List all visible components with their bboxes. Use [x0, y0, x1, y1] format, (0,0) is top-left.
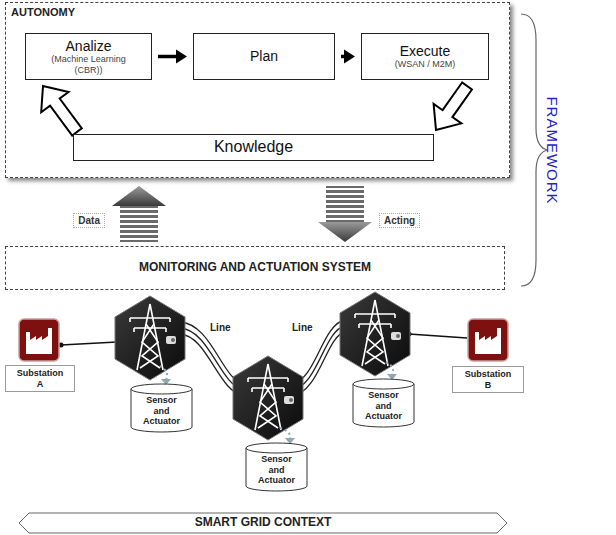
node-title: Sensor and Actuator	[255, 454, 299, 485]
knowledge-box: Knowledge	[73, 134, 434, 161]
substation-icon	[19, 319, 59, 361]
substation-label: Substation B	[452, 366, 524, 393]
connector	[341, 50, 355, 64]
connector	[41, 86, 82, 136]
line-label: Line	[209, 322, 232, 333]
line-label: Line	[291, 322, 314, 333]
node-title: Substation B	[463, 369, 513, 390]
process-box: Plan	[193, 33, 335, 80]
node-title: Analize	[66, 38, 112, 54]
node-title: Sensor and Actuator	[362, 390, 406, 421]
process-box: Execute(WSAN / M2M)	[361, 33, 489, 80]
node-subtitle: (WSAN / M2M)	[395, 59, 456, 69]
node-title: MONITORING AND ACTUATION SYSTEM	[139, 261, 371, 275]
connector	[434, 83, 472, 131]
panel-heading: AUTONOMY	[6, 3, 509, 18]
connector	[112, 186, 166, 242]
framework-label: FRAMEWORK	[543, 96, 560, 204]
process-box: Analize(Machine Learning (CBR))	[25, 33, 152, 80]
edge-label: Acting	[379, 213, 420, 228]
substation-icon	[468, 319, 508, 361]
substation-label: Substation A	[5, 365, 75, 392]
monitoring-band: MONITORING AND ACTUATION SYSTEM	[5, 246, 505, 290]
sensor-cylinder: Sensor and Actuator	[245, 442, 308, 492]
node-subtitle: (Machine Learning (CBR))	[43, 54, 135, 75]
sensor-cylinder: Sensor and Actuator	[130, 383, 193, 433]
connector	[158, 50, 187, 64]
context-banner: SMART GRID CONTEXT	[18, 512, 508, 534]
tower-icon	[340, 292, 410, 376]
autonomy-panel: AUTONOMY Analize(Machine Learning (CBR)) P…	[5, 2, 510, 178]
tower-icon	[115, 296, 185, 380]
node-title: Execute	[400, 43, 451, 59]
sensor-cylinder: Sensor and Actuator	[352, 378, 415, 428]
node-title: Sensor and Actuator	[140, 395, 184, 426]
node-title: Knowledge	[214, 138, 293, 156]
tower-icon	[233, 356, 303, 440]
node-title: Substation A	[15, 368, 65, 389]
node-title: SMART GRID CONTEXT	[195, 516, 332, 530]
edge-label: Data	[73, 213, 105, 228]
node-title: Plan	[250, 48, 278, 64]
connector	[318, 186, 372, 242]
